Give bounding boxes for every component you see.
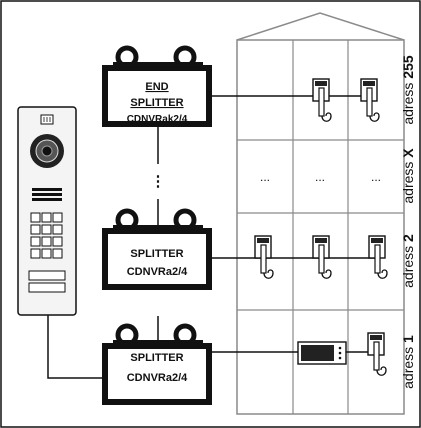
keypad-key xyxy=(41,236,52,247)
floor-label-255: adress 255 xyxy=(400,55,416,124)
video-monitor-icon xyxy=(297,341,347,365)
splitter-bottom-line1: SPLITTER xyxy=(130,352,183,364)
keypad-key xyxy=(52,224,63,235)
vertical-ellipsis: ⋮ xyxy=(151,173,166,190)
floor-2-devices xyxy=(254,235,388,279)
splitter-bottom-model: CDNVRa2/4 xyxy=(127,372,188,384)
floor-x-ellipsis-3: ... xyxy=(371,170,381,184)
handset-icon xyxy=(312,235,332,279)
splitter-middle: SPLITTER CDNVRa2/4 xyxy=(105,211,209,287)
speaker-grille-icon xyxy=(32,188,62,201)
handset-icon xyxy=(254,235,274,279)
door-station-panel xyxy=(17,106,77,316)
keypad-key xyxy=(52,248,63,259)
end-splitter: END SPLITTER CDNVRak2/4 xyxy=(105,48,209,125)
handset-icon xyxy=(368,235,388,279)
floor-255-devices xyxy=(312,78,380,122)
floor-x-ellipsis-1: ... xyxy=(260,170,270,184)
splitter-middle-line1: SPLITTER xyxy=(130,248,183,260)
keypad-key xyxy=(30,236,41,247)
building-wall xyxy=(236,39,405,415)
splitter-middle-model: CDNVRa2/4 xyxy=(127,266,188,278)
bus-wiring xyxy=(47,95,378,379)
name-button-1 xyxy=(28,270,66,281)
floor-x-placeholders: ... ... ... xyxy=(260,170,381,184)
floor-x-ellipsis-2: ... xyxy=(315,170,325,184)
floor-address-labels: adress 255 adress X adress 2 adress 1 xyxy=(400,55,416,389)
keypad-key xyxy=(52,212,63,223)
keypad-key xyxy=(30,212,41,223)
keypad-key xyxy=(41,224,52,235)
floor-label-2: adress 2 xyxy=(400,234,416,288)
wire-panel-to-splitter xyxy=(47,315,105,379)
splitter-bottom: SPLITTER CDNVRa2/4 xyxy=(105,326,209,402)
keypad-key xyxy=(30,248,41,259)
floor-label-1: adress 1 xyxy=(400,335,416,389)
handset-icon xyxy=(312,78,332,122)
floor-label-x: adress X xyxy=(400,148,416,204)
building-roof xyxy=(236,12,405,41)
end-splitter-line1: END xyxy=(145,81,168,93)
keypad-key xyxy=(30,224,41,235)
handset-icon xyxy=(360,78,380,122)
keypad-key xyxy=(41,212,52,223)
keypad-icon xyxy=(30,212,63,259)
keypad-key xyxy=(52,236,63,247)
end-splitter-model: CDNVRak2/4 xyxy=(127,114,188,125)
name-button-2 xyxy=(28,282,66,293)
keypad-key xyxy=(41,248,52,259)
handset-icon xyxy=(367,332,387,376)
end-splitter-line2: SPLITTER xyxy=(130,97,183,109)
floor-1-devices xyxy=(297,332,387,376)
